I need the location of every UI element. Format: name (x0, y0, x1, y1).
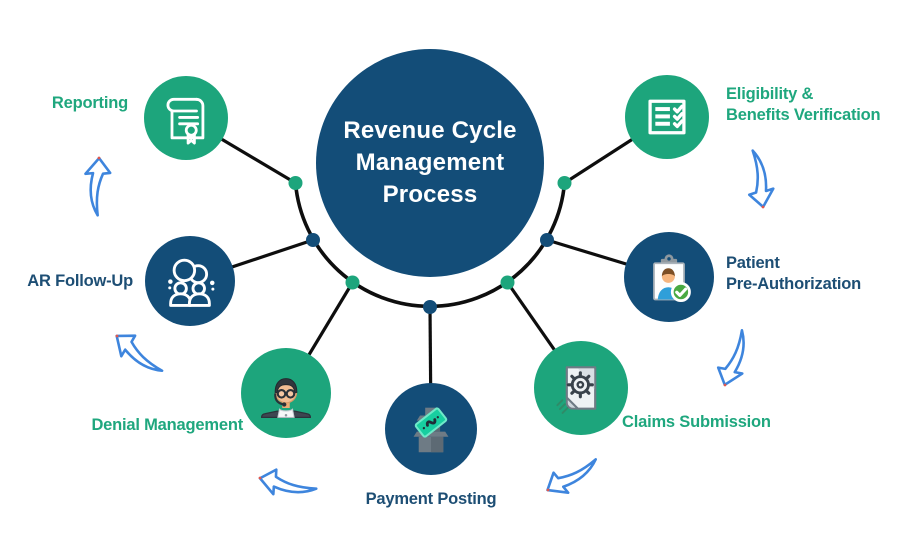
node-label-patient-pre-authorization: Patient Pre-Authorization (726, 254, 862, 293)
certificate-icon (166, 97, 205, 145)
node-payment-posting (385, 383, 477, 475)
node-dot (306, 233, 320, 247)
node-claims-submission (534, 341, 628, 435)
node-dot (540, 233, 554, 247)
node-label-ar-follow-up: AR Follow-Up (27, 272, 133, 290)
diagram-title: Revenue Cycle Management Process (343, 116, 517, 209)
arrow-tip-dot (97, 156, 101, 160)
arrow-tip-dot (115, 334, 119, 338)
flow-arrow (540, 450, 605, 502)
flow-arrow (711, 325, 759, 391)
central-node: Revenue Cycle Management Process (316, 49, 544, 277)
arrow-tip-dot (761, 205, 765, 209)
flow-arrow (79, 155, 113, 218)
document-gear-icon (556, 366, 597, 414)
checklist-icon (648, 99, 686, 135)
flow-arrow (743, 147, 777, 210)
node-patient-pre-authorization (624, 232, 714, 322)
people-chat-icon (168, 258, 215, 307)
node-reporting (144, 76, 228, 160)
flow-arrow (255, 464, 320, 506)
patient-clipboard-icon (653, 254, 691, 303)
node-dot (557, 176, 572, 190)
node-label-reporting: Reporting (51, 94, 128, 112)
node-ar-follow-up (145, 236, 235, 326)
payment-house-icon (413, 407, 449, 453)
node-dot (500, 275, 515, 290)
support-agent-icon (260, 378, 312, 418)
node-dot (288, 176, 303, 190)
node-label-denial-management: Denial Management (91, 416, 243, 434)
node-dot (423, 300, 437, 314)
node-dot (345, 275, 360, 290)
arrow-tip-dot (258, 476, 262, 480)
arrow-tip-dot (546, 488, 550, 492)
node-label-eligibility-benefits-verification: Eligibility & Benefits Verification (726, 85, 881, 124)
arrow-tip-dot (723, 383, 727, 387)
node-denial-management (241, 348, 331, 438)
node-label-claims-submission: Claims Submission (622, 413, 771, 431)
node-label-payment-posting: Payment Posting (365, 490, 497, 508)
node-eligibility-benefits-verification (625, 75, 709, 159)
